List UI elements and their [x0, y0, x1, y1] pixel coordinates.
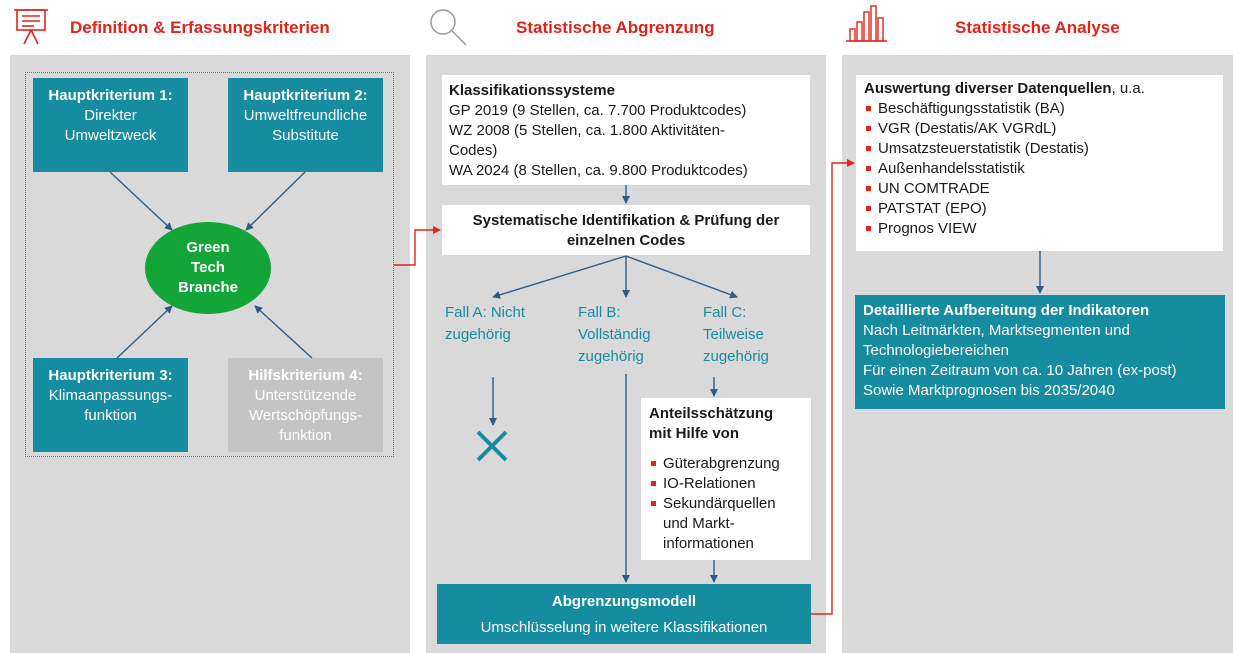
classification-title: Klassifikationssysteme [449, 82, 615, 99]
case-c-line1: Fall C: [703, 304, 747, 321]
header-definition: Definition & Erfassungskriterien [70, 18, 330, 37]
criterion-3-line2: funktion [84, 407, 137, 424]
criterion-1-line1: Direkter [84, 107, 137, 124]
case-c-line2: Teilweise [703, 326, 764, 343]
classification-line2: WZ 2008 (5 Stellen, ca. 1.800 Aktivitäte… [449, 122, 725, 139]
indicators-title: Detaillierte Aufbereitung der Indikatore… [863, 302, 1150, 319]
identification-line1: Systematische Identifikation & Prüfung d… [472, 212, 780, 229]
analysis-item-5: UN COMTRADE [864, 179, 1223, 199]
case-a-label: Fall A: Nicht zugehörig [445, 302, 525, 346]
indicators-line1: Nach Leitmärkten, Marktsegmenten und [863, 322, 1130, 339]
classification-line3: Codes) [449, 142, 498, 159]
analysis-item-4: Außenhandelsstatistik [864, 159, 1223, 179]
estimation-box: Anteilsschätzung mit Hilfe von Güterabgr… [641, 398, 811, 560]
green-tech-line1: Green [186, 239, 230, 256]
analysis-title-rest: , u.a. [1111, 80, 1145, 97]
indicators-box: Detaillierte Aufbereitung der Indikatore… [855, 295, 1225, 409]
case-c-label: Fall C: Teilweise zugehörig [703, 302, 769, 368]
estimation-item-2: IO-Relationen [649, 474, 811, 494]
analysis-item-7: Prognos VIEW [864, 219, 1223, 239]
case-c-line3: zugehörig [703, 348, 769, 365]
case-b-line3: zugehörig [578, 348, 644, 365]
criteria-dotted-frame [25, 72, 394, 457]
header-analyse: Statistische Analyse [955, 18, 1120, 37]
indicators-line2: Technologiebereichen [863, 342, 1009, 359]
classification-line4: WA 2024 (8 Stellen, ca. 9.800 Produktcod… [449, 162, 748, 179]
case-b-label: Fall B: Vollständig zugehörig [578, 302, 651, 368]
analysis-item-6: PATSTAT (EPO) [864, 199, 1223, 219]
estimation-item-3: Sekundärquellen [649, 494, 811, 514]
criterion-1-line2: Umweltzweck [64, 127, 157, 144]
case-a-line1: Fall A: Nicht [445, 304, 526, 321]
criterion-3-box: Hauptkriterium 3: Klimaanpassungs- funkt… [33, 358, 188, 452]
analysis-title: Auswertung diverser Datenquellen, u.a. [864, 79, 1223, 99]
criterion-3-line1: Klimaanpassungs- [48, 387, 173, 404]
green-tech-line3: Branche [177, 279, 239, 296]
criterion-4-title: Hilfskriterium 4: [248, 367, 363, 384]
criterion-2-title: Hauptkriterium 2: [243, 87, 368, 104]
estimation-title1: Anteilsschätzung [649, 405, 774, 422]
model-box: Abgrenzungsmodell Umschlüsselung in weit… [437, 584, 811, 644]
case-b-line2: Vollständig [578, 326, 651, 343]
criterion-4-line3: funktion [279, 427, 332, 444]
indicators-line4: Sowie Marktprognosen bis 2035/2040 [863, 382, 1115, 399]
estimation-item-3-cont2: informationen [663, 535, 754, 552]
criterion-1-box: Hauptkriterium 1: Direkter Umweltzweck [33, 78, 188, 172]
criterion-2-box: Hauptkriterium 2: Umweltfreundliche Subs… [228, 78, 383, 172]
classification-line1: GP 2019 (9 Stellen, ca. 7.700 Produktcod… [449, 102, 747, 119]
green-tech-ellipse: Green Tech Branche [145, 222, 271, 314]
case-a-line2: zugehörig [445, 326, 511, 343]
model-title: Abgrenzungsmodell [551, 593, 697, 610]
analysis-box: Auswertung diverser Datenquellen, u.a. B… [856, 75, 1223, 251]
criterion-4-line1: Unterstützende [254, 387, 357, 404]
model-subtitle: Umschlüsselung in weitere Klassifikation… [480, 619, 768, 636]
estimation-item-1: Güterabgrenzung [649, 454, 811, 474]
identification-box: Systematische Identifikation & Prüfung d… [442, 205, 810, 255]
analysis-title-bold: Auswertung diverser Datenquellen [864, 80, 1112, 97]
criterion-3-title: Hauptkriterium 3: [48, 367, 173, 384]
criterion-4-box: Hilfskriterium 4: Unterstützende Wertsch… [228, 358, 383, 452]
analysis-item-3: Umsatzsteuerstatistik (Destatis) [864, 139, 1223, 159]
criterion-1-title: Hauptkriterium 1: [48, 87, 173, 104]
classification-box: Klassifikationssysteme GP 2019 (9 Stelle… [442, 75, 810, 185]
header-abgrenzung: Statistische Abgrenzung [516, 18, 715, 37]
analysis-item-2: VGR (Destatis/AK VGRdL) [864, 119, 1223, 139]
estimation-title2: mit Hilfe von [649, 425, 740, 442]
case-b-line1: Fall B: [578, 304, 621, 321]
criterion-4-line2: Wertschöpfungs- [248, 407, 363, 424]
indicators-line3: Für einen Zeitraum von ca. 10 Jahren (ex… [863, 362, 1177, 379]
analysis-item-1: Beschäftigungsstatistik (BA) [864, 99, 1223, 119]
criterion-2-line1: Umweltfreundliche [243, 107, 368, 124]
identification-line2: einzelnen Codes [566, 232, 686, 249]
estimation-item-3-cont1: und Markt- [663, 515, 735, 532]
criterion-2-line2: Substitute [272, 127, 339, 144]
green-tech-line2: Tech [191, 259, 225, 276]
